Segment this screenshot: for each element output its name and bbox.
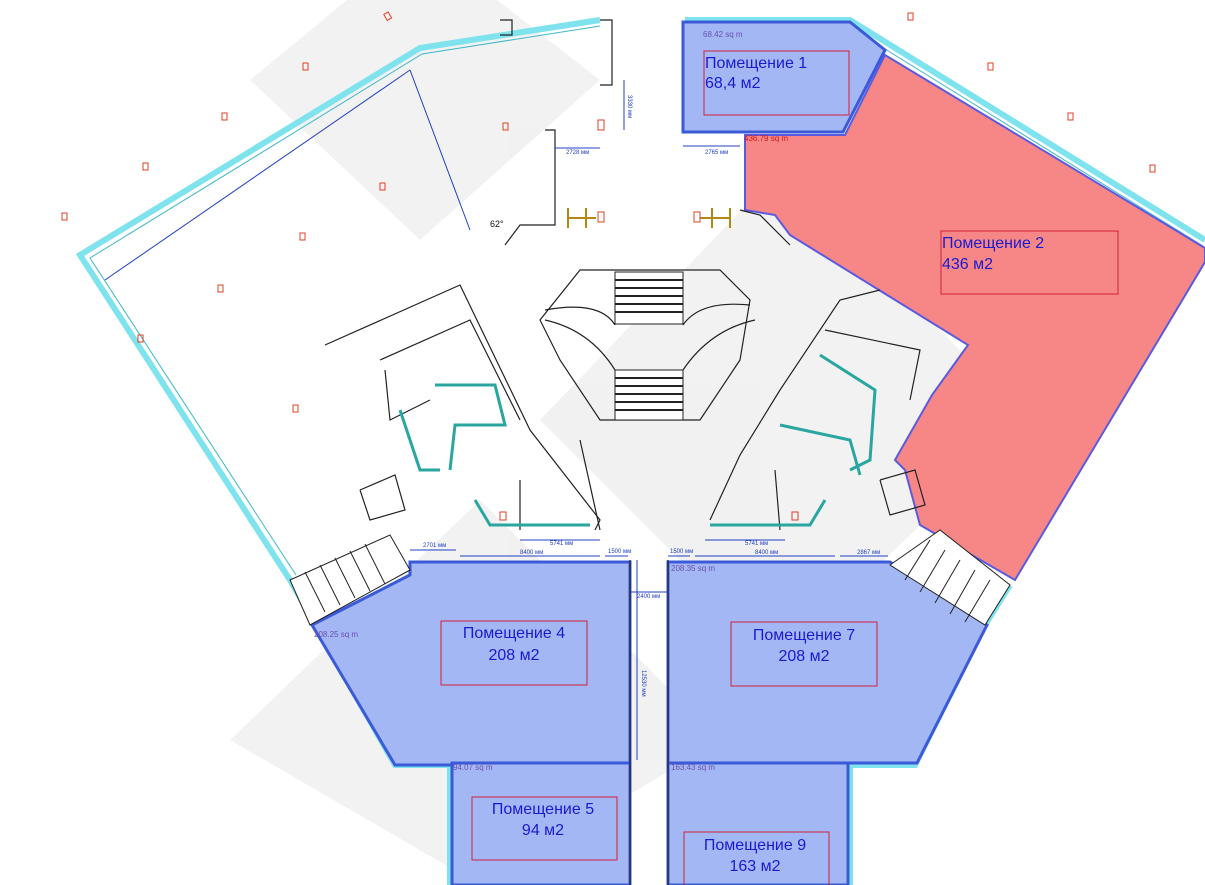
room-7-measured: 208.35 sq m xyxy=(671,564,715,573)
svg-text:163 м2: 163 м2 xyxy=(729,858,780,875)
dim-8400-left: 8400 мм xyxy=(520,550,543,556)
dim-12530: 12530 мм xyxy=(640,670,646,697)
svg-text:208 м2: 208 м2 xyxy=(778,648,829,665)
svg-text:Помещение 5: Помещение 5 xyxy=(492,801,594,818)
core-partitions xyxy=(398,353,877,527)
dim-2765: 2765 мм xyxy=(705,150,728,156)
svg-text:Помещение 2: Помещение 2 xyxy=(942,235,1044,252)
svg-text:Помещение 7: Помещение 7 xyxy=(753,627,855,644)
dimension-lines xyxy=(104,69,888,760)
dim-2400: 2400 мм xyxy=(637,594,660,600)
central-staircase xyxy=(539,269,756,421)
dim-3330: 3330 мм xyxy=(626,95,632,118)
side-staircase-left xyxy=(289,534,411,626)
measured-areas: 68.42 sq m 436.79 sq m 208.25 sq m 208.3… xyxy=(314,30,788,772)
dim-5741-left: 5741 мм xyxy=(550,541,573,547)
room-4-label[interactable]: Помещение 4 208 м2 xyxy=(440,620,588,686)
svg-text:Помещение 1: Помещение 1 xyxy=(705,55,807,72)
interior-walls xyxy=(324,19,926,885)
dim-1500-right: 1500 мм xyxy=(670,549,693,555)
svg-text:68,4 м2: 68,4 м2 xyxy=(705,75,761,92)
svg-text:436 м2: 436 м2 xyxy=(942,256,993,273)
room-1-measured: 68.42 sq m xyxy=(703,30,743,39)
side-staircase-right xyxy=(889,529,1011,626)
dim-5741-right: 5741 мм xyxy=(745,541,768,547)
svg-text:208 м2: 208 м2 xyxy=(488,647,539,664)
room-9-label[interactable]: Помещение 9 163 м2 xyxy=(683,831,830,885)
column-markers xyxy=(61,11,1156,521)
dim-2701: 2701 мм xyxy=(423,543,446,549)
dimension-labels: 2701 мм 8400 мм 1500 мм 1500 мм 8400 мм … xyxy=(423,95,880,697)
svg-text:94 м2: 94 м2 xyxy=(522,822,564,839)
dim-1500-left: 1500 мм xyxy=(608,549,631,555)
room-5-label[interactable]: Помещение 5 94 м2 xyxy=(471,796,618,861)
turnstile-right xyxy=(700,208,731,228)
angle-label: 62° xyxy=(490,219,504,229)
dim-8400-right: 8400 мм xyxy=(755,550,778,556)
room-2-area[interactable] xyxy=(744,53,1205,582)
room-1-label[interactable]: Помещение 1 68,4 м2 xyxy=(703,50,850,116)
room-7-label[interactable]: Помещение 7 208 м2 xyxy=(730,621,878,687)
room-5-measured: 94.07 sq m xyxy=(453,763,493,772)
room-2-label[interactable]: Помещение 2 436 м2 xyxy=(940,230,1119,295)
room-5-area[interactable] xyxy=(450,761,632,885)
svg-text:Помещение 9: Помещение 9 xyxy=(704,837,806,854)
room-4-measured: 208.25 sq m xyxy=(314,630,358,639)
room-9-measured: 163.43 sq m xyxy=(671,763,715,772)
dim-2728: 2728 мм xyxy=(566,150,589,156)
turnstile-left xyxy=(567,208,596,228)
dim-2867: 2867 мм xyxy=(857,550,880,556)
svg-text:Помещение 4: Помещение 4 xyxy=(463,625,565,642)
room-2-measured: 436.79 sq m xyxy=(744,134,788,143)
room-1-area[interactable] xyxy=(681,20,887,134)
